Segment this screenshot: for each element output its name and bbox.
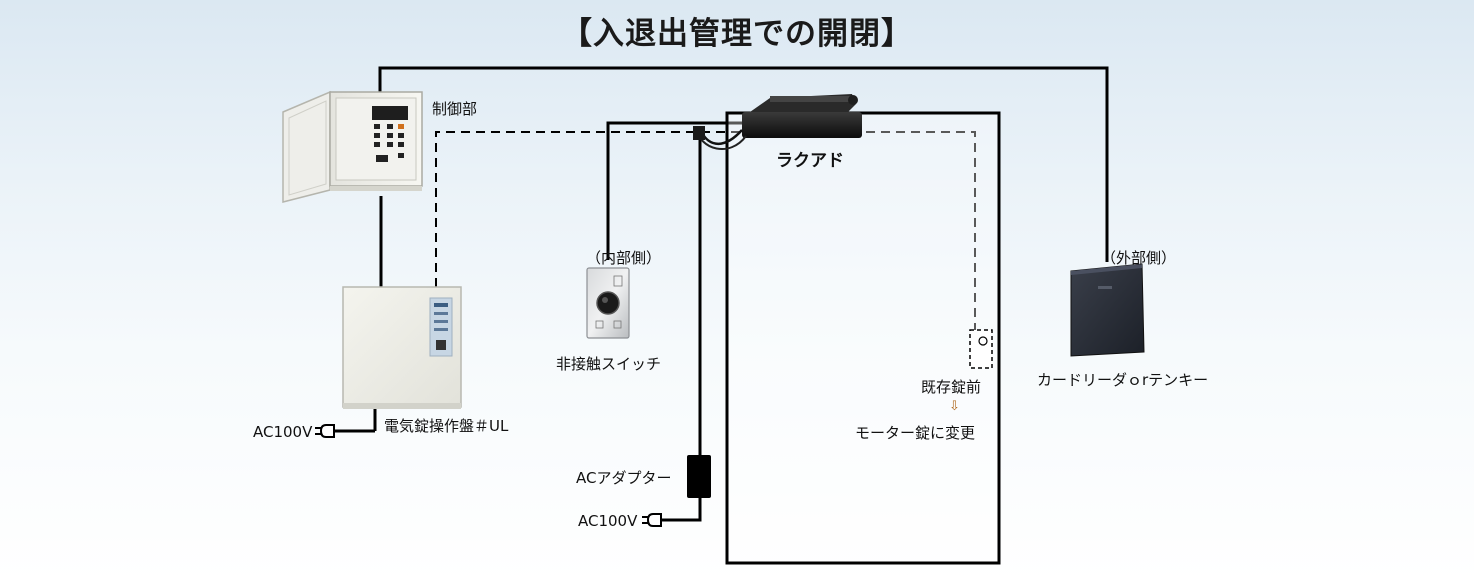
inside-label: （内部側） [586, 249, 662, 267]
existing-lock-label: 既存錠前 [921, 378, 982, 396]
outside-label: （外部側） [1101, 249, 1177, 267]
operation-panel-label: 電気錠操作盤＃UL [384, 417, 509, 435]
rakuado-device-image [693, 94, 862, 150]
down-arrow-icon: ⇩ [949, 399, 960, 414]
card-reader-label: カードリーダｏrテンキー [1037, 371, 1209, 389]
page-title: 【入退出管理での開閉】 [561, 16, 913, 52]
wire-dashed-panel-to-lock [435, 131, 976, 330]
solid-wires [334, 66, 1109, 522]
wire-control-to-reader [378, 66, 1109, 262]
plug-icon-adapter [642, 513, 662, 527]
plug-icon-panel [315, 424, 335, 438]
door-frame [725, 111, 1001, 565]
wire-switch-to-rakuado [606, 121, 748, 260]
card-reader-image [1070, 263, 1145, 357]
control-unit-image [282, 90, 423, 203]
ac-adapter-label: ACアダプター [576, 469, 672, 487]
ac100v-adapter-label: AC100V [578, 512, 638, 530]
dashed-wires [435, 131, 976, 330]
control-unit-label: 制御部 [432, 100, 478, 118]
ac-adapter-image [687, 455, 711, 498]
motor-lock-label: モーター錠に変更 [855, 424, 976, 442]
operation-panel-image [342, 286, 462, 409]
touchless-switch-label: 非接触スイッチ [556, 355, 662, 373]
ac100v-panel-label: AC100V [253, 423, 313, 441]
wire-adapter-to-plug [661, 498, 702, 522]
motor-lock-box [969, 329, 993, 369]
lock-knob-icon [978, 336, 988, 346]
rakuado-label: ラクアド [776, 151, 844, 171]
touchless-switch-image [586, 267, 630, 339]
